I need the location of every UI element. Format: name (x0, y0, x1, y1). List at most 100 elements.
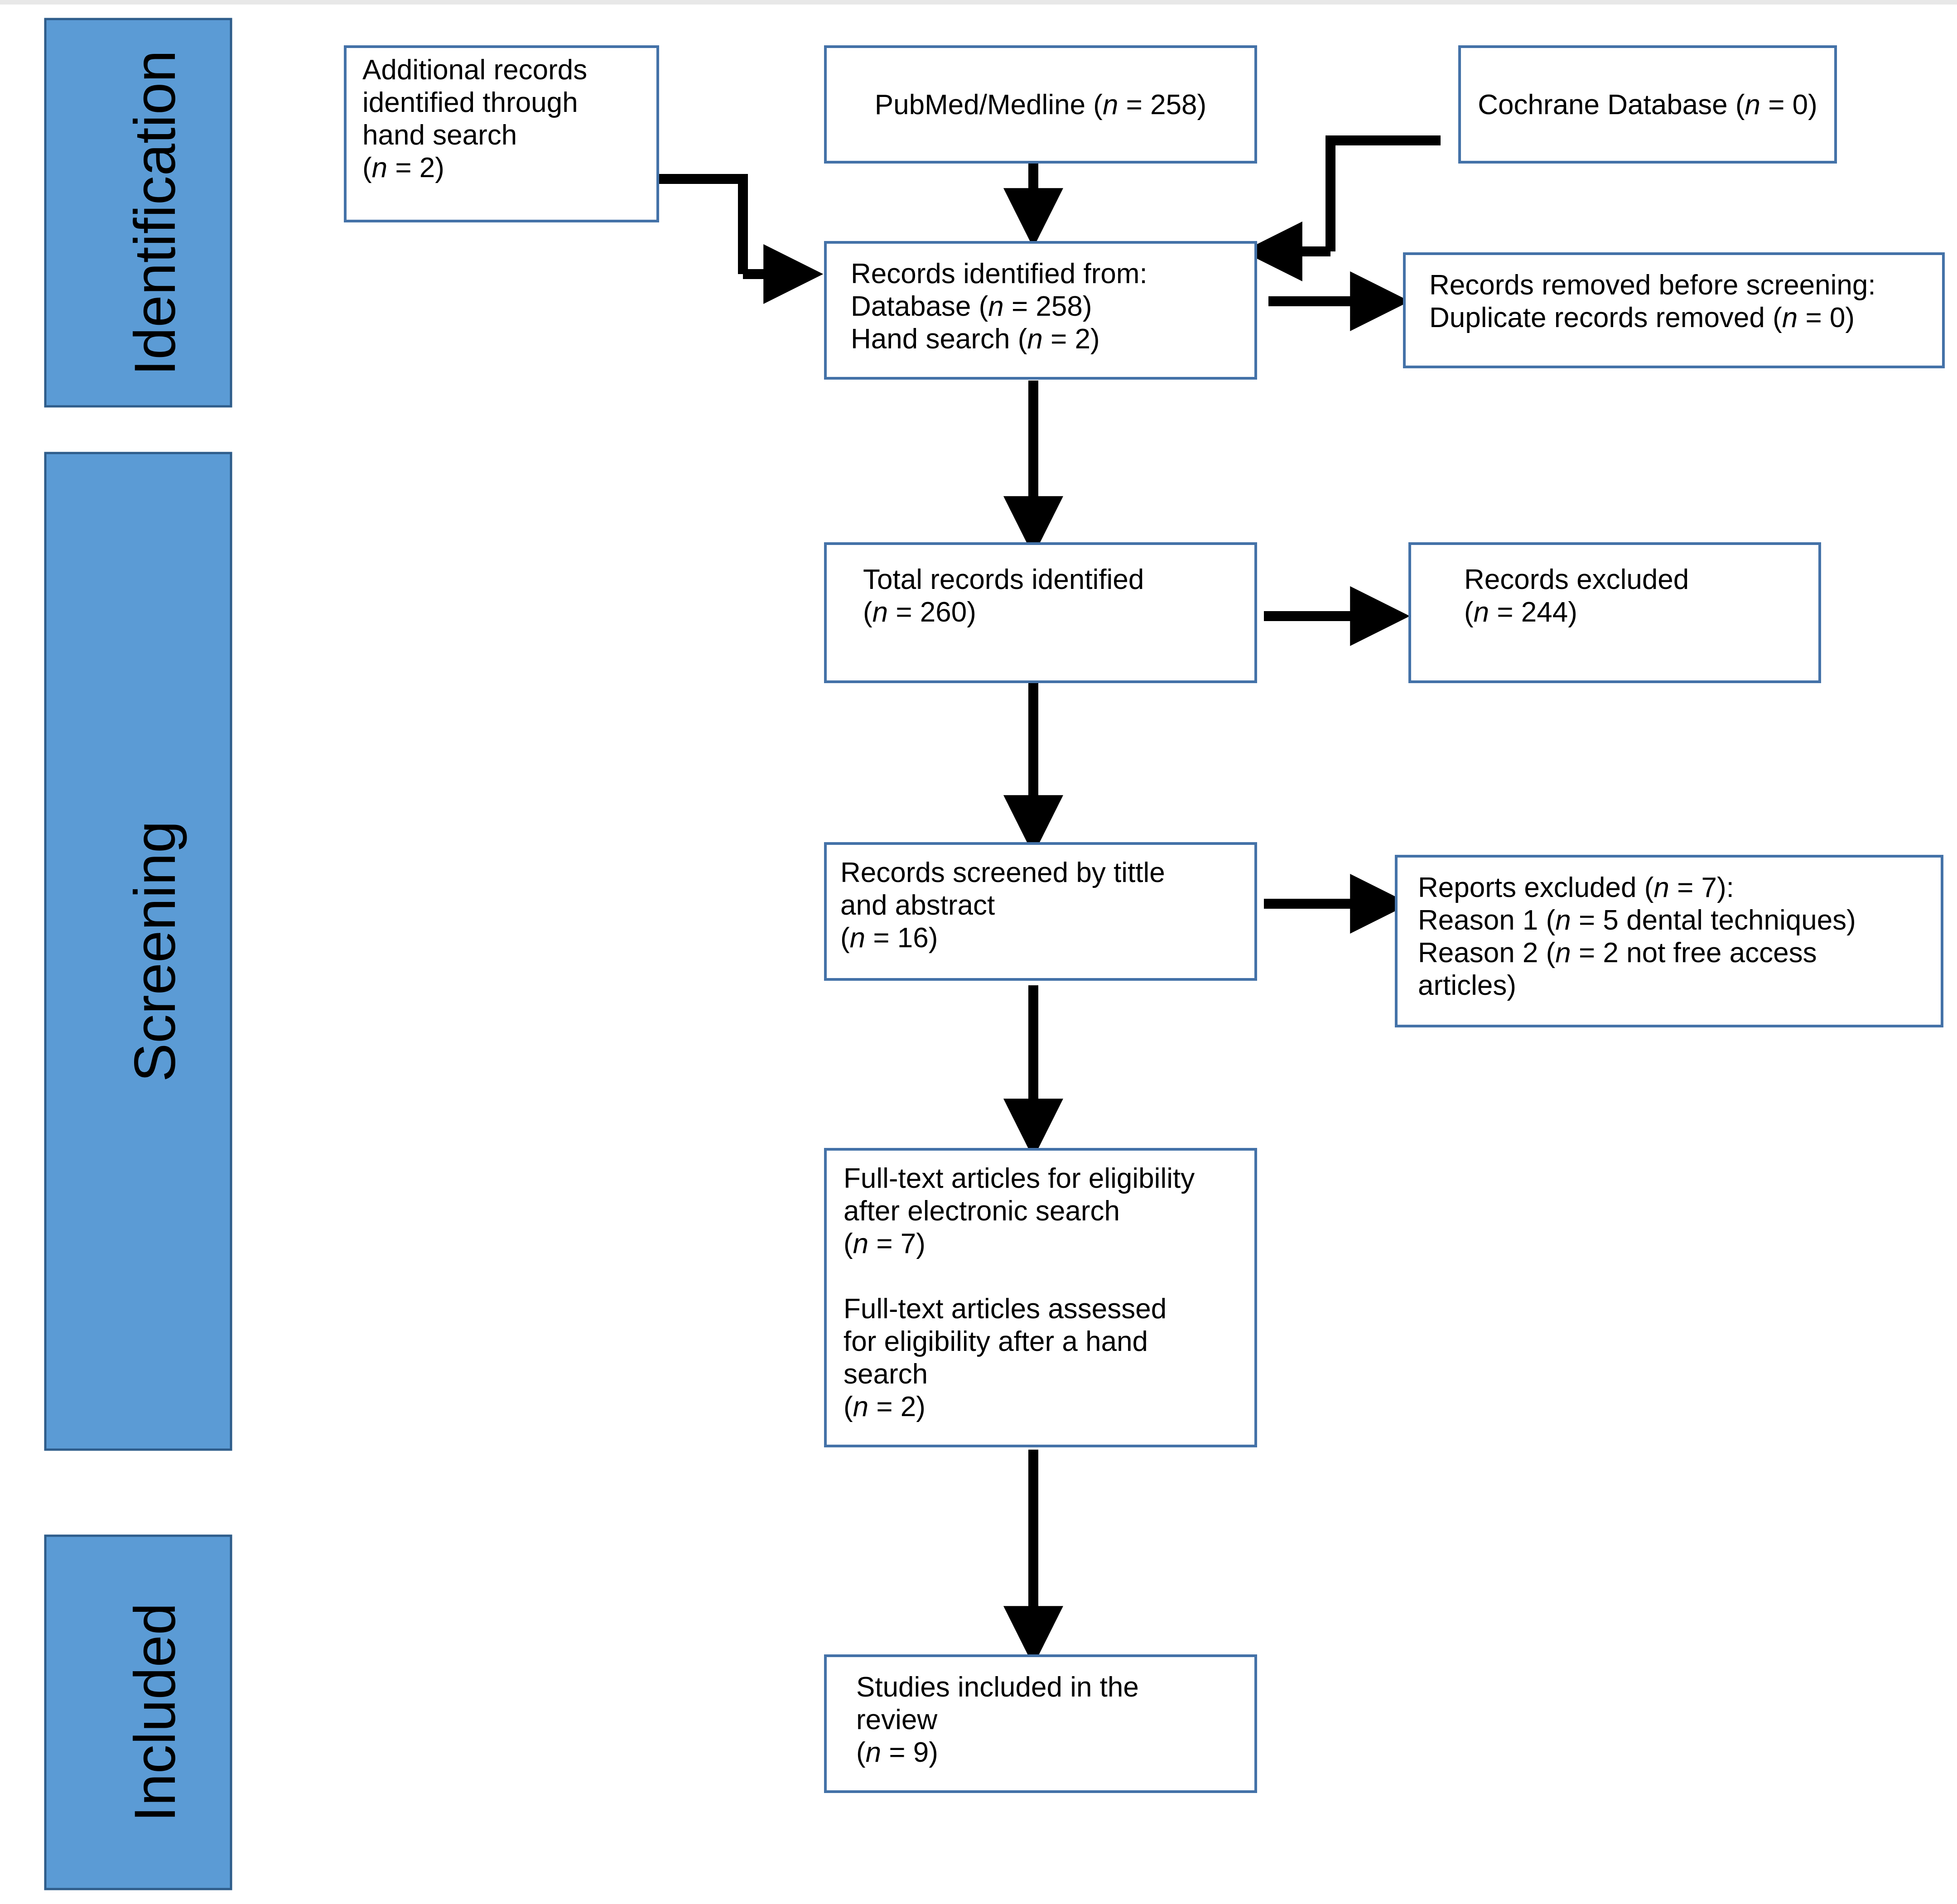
cochrane-label: Cochrane Database ( (1478, 89, 1745, 121)
svg-text:articles): articles) (1418, 970, 1516, 1001)
svg-text:PubMed/Medline (n = 258): PubMed/Medline (n = 258) (875, 89, 1206, 121)
svg-text:Duplicate records removed (n =: Duplicate records removed (n = 0) (1429, 302, 1855, 333)
svg-text:Records removed before screeni: Records removed before screening: (1429, 270, 1876, 301)
studies-included-line-2: review (856, 1704, 937, 1735)
records-screened-n-symbol: n (850, 922, 865, 954)
stage-label-identification: Identification (123, 50, 188, 376)
reason-2-n-value: = 2 not free access (1571, 937, 1817, 969)
records-removed-line-1: Records removed before screening: (1429, 270, 1876, 301)
svg-text:hand search: hand search (362, 120, 517, 151)
svg-text:Records identified from:: Records identified from: (851, 258, 1147, 289)
reason-2-label: Reason 2 ( (1418, 937, 1556, 969)
records-identified-database-n-symbol: n (988, 291, 1003, 322)
full-text-line-2: after electronic search (844, 1195, 1120, 1227)
svg-text:Full-text articles assessed: Full-text articles assessed (844, 1293, 1166, 1325)
stage-bar-screening: Screening (44, 452, 232, 1451)
node-hand-search: Additional records identified through ha… (344, 45, 659, 222)
svg-text:after electronic search: after electronic search (844, 1195, 1120, 1227)
pubmed-label: PubMed/Medline ( (875, 89, 1103, 121)
full-text-electronic-n-value: = 7) (868, 1228, 925, 1259)
svg-text:Reports excluded (n = 7):: Reports excluded (n = 7): (1418, 872, 1734, 903)
records-screened-n-prefix: ( (840, 922, 850, 954)
records-screened-line-1: Records screened by tittle (840, 857, 1165, 888)
node-total-records: Total records identified (n = 260) (824, 542, 1257, 683)
stage-bar-included: Included (44, 1534, 232, 1890)
stage-bar-identification: Identification (44, 18, 232, 408)
svg-text:Total records identified: Total records identified (863, 564, 1144, 595)
node-records-screened: Records screened by tittle and abstract … (824, 842, 1257, 981)
total-records-n-prefix: ( (863, 597, 872, 628)
records-excluded-n-symbol: n (1474, 597, 1489, 628)
hand-search-n-value: = 2) (387, 152, 444, 183)
svg-text:identified through: identified through (362, 87, 578, 118)
total-records-n-value: = 260) (888, 597, 976, 628)
duplicates-removed-label: Duplicate records removed ( (1429, 302, 1782, 333)
svg-text:Records excluded: Records excluded (1464, 564, 1689, 595)
connector-handsearch-to-identified (657, 174, 824, 304)
studies-included-line-1: Studies included in the (856, 1672, 1139, 1703)
pubmed-n-symbol: n (1103, 89, 1118, 121)
duplicates-removed-n-value: = 0) (1798, 302, 1855, 333)
total-records-line-1: Total records identified (863, 564, 1144, 595)
svg-text:Full-text articles for eligibi: Full-text articles for eligibility (844, 1163, 1195, 1194)
node-studies-included: Studies included in the review (n = 9) (824, 1654, 1257, 1793)
pubmed-n-value: = 258) (1118, 89, 1206, 121)
records-identified-hand-label: Hand search ( (851, 323, 1027, 355)
reason-2-n-symbol: n (1555, 937, 1571, 969)
full-text-hand-n-prefix: ( (844, 1391, 853, 1422)
node-pubmed: PubMed/Medline (n = 258) (824, 45, 1257, 164)
svg-text:search: search (844, 1359, 928, 1390)
node-records-removed: Records removed before screening: Duplic… (1403, 252, 1945, 368)
full-text-hand-n-symbol: n (853, 1391, 868, 1422)
top-divider (0, 0, 1957, 5)
full-text-hand-n-value: = 2) (868, 1391, 925, 1422)
reports-excluded-n-symbol: n (1653, 872, 1669, 903)
svg-text:Studies included in the: Studies included in the (856, 1672, 1139, 1703)
full-text-line-1: Full-text articles for eligibility (844, 1163, 1195, 1194)
full-text-line-6: for eligibility after a hand (844, 1326, 1148, 1357)
svg-text:(n = 244): (n = 244) (1464, 597, 1577, 628)
records-identified-hand-n-value: = 2) (1043, 323, 1100, 355)
studies-included-n-symbol: n (866, 1737, 881, 1768)
reports-excluded-n-value: = 7): (1669, 872, 1734, 903)
reason-1-n-value: = 5 dental techniques) (1571, 905, 1856, 936)
svg-text:Database (n = 258): Database (n = 258) (851, 291, 1092, 322)
records-identified-database-label: Database ( (851, 291, 988, 322)
svg-text:Additional records: Additional records (362, 54, 587, 86)
svg-text:(n = 7): (n = 7) (844, 1228, 925, 1259)
stage-label-screening: Screening (123, 821, 188, 1082)
svg-text:Hand search (n = 2): Hand search (n = 2) (851, 323, 1100, 355)
full-text-electronic-n-prefix: ( (844, 1228, 853, 1259)
connector-cochrane-to-identified (1242, 135, 1441, 281)
cochrane-n-value: = 0) (1760, 89, 1817, 121)
hand-search-n-prefix: ( (362, 152, 372, 183)
svg-text:Records screened by tittle: Records screened by tittle (840, 857, 1165, 888)
full-text-line-5: Full-text articles assessed (844, 1293, 1166, 1325)
records-excluded-n-value: = 244) (1489, 597, 1577, 628)
reason-1-label: Reason 1 ( (1418, 905, 1556, 936)
svg-text:Reason 2 (n = 2 not free acces: Reason 2 (n = 2 not free access (1418, 937, 1817, 969)
node-records-excluded: Records excluded (n = 244) (1408, 542, 1821, 683)
reports-excluded-label: Reports excluded ( (1418, 872, 1654, 903)
svg-text:(n = 2): (n = 2) (362, 152, 444, 183)
records-excluded-n-prefix: ( (1464, 597, 1474, 628)
total-records-n-symbol: n (872, 597, 888, 628)
records-identified-database-n-value: = 258) (1004, 291, 1092, 322)
svg-text:review: review (856, 1704, 937, 1735)
node-cochrane: Cochrane Database (n = 0) (1458, 45, 1837, 164)
svg-text:(n = 9): (n = 9) (856, 1737, 938, 1768)
hand-search-line-1: Additional records (362, 54, 587, 86)
reason-2-continued: articles) (1418, 970, 1516, 1001)
node-reports-excluded: Reports excluded (n = 7): Reason 1 (n = … (1395, 855, 1943, 1027)
records-screened-n-value: = 16) (865, 922, 938, 954)
hand-search-line-3: hand search (362, 120, 517, 151)
records-screened-line-2: and abstract (840, 890, 995, 921)
svg-text:and abstract: and abstract (840, 890, 995, 921)
svg-text:(n = 2): (n = 2) (844, 1391, 925, 1422)
studies-included-n-prefix: ( (856, 1737, 866, 1768)
node-full-text: Full-text articles for eligibility after… (824, 1148, 1257, 1447)
records-identified-hand-n-symbol: n (1027, 323, 1042, 355)
stage-label-included: Included (123, 1603, 188, 1822)
